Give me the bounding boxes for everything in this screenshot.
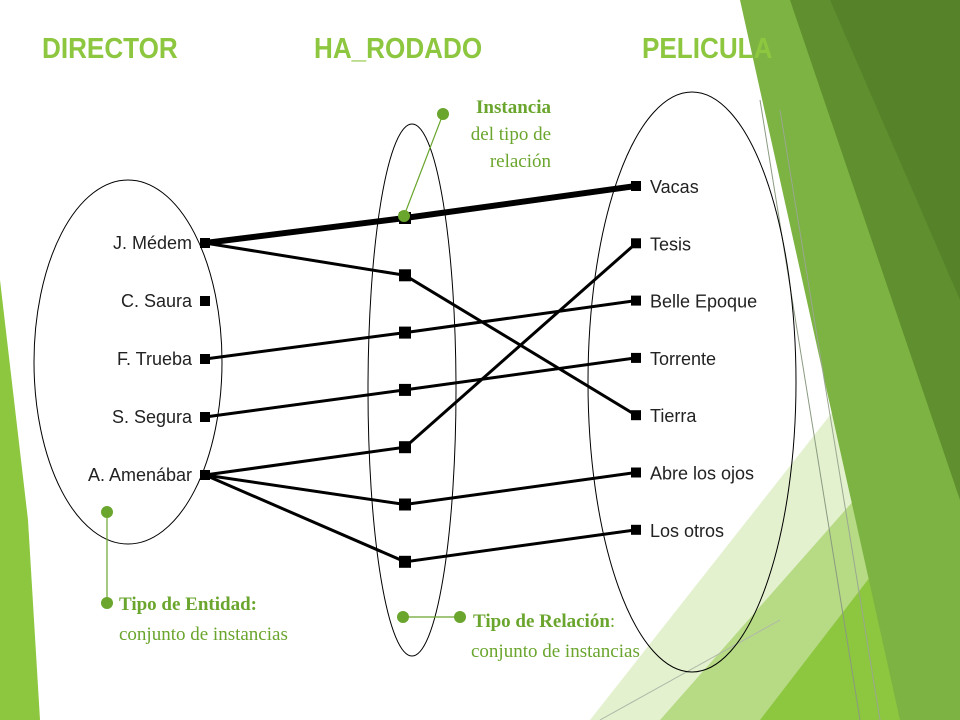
director-label: F. Trueba xyxy=(117,349,193,369)
instancia-title: Instancia xyxy=(476,97,551,118)
header-director: DIRECTOR xyxy=(42,32,178,65)
relacion-dot-right xyxy=(454,611,466,623)
tipo-relacion-heading: Tipo de Relación: xyxy=(473,611,615,632)
bottom-thin-line xyxy=(599,619,781,720)
movie-label: Vacas xyxy=(650,177,699,197)
relation-instance-marker xyxy=(399,498,411,511)
movie-label: Abre los ojos xyxy=(650,464,754,484)
movie-marker xyxy=(631,295,641,306)
relation-instance-marker xyxy=(399,383,411,396)
relation-instance-marker xyxy=(399,269,411,282)
tipo-relacion-annotation: Tipo de Relación: conjunto de instancias xyxy=(397,611,640,662)
relation-line xyxy=(204,183,637,246)
movie-label: Tierra xyxy=(650,406,697,426)
relation-lines xyxy=(204,183,637,564)
instancia-annotation: Instancia del tipo de relación xyxy=(398,97,551,222)
director-entity-set xyxy=(33,179,223,545)
director-marker xyxy=(200,412,210,422)
movie-label: Los otros xyxy=(650,521,724,541)
movie-marker xyxy=(631,467,641,478)
movie-marker xyxy=(631,524,641,535)
right-thin-line-2 xyxy=(779,109,881,720)
instancia-line1: del tipo de xyxy=(471,124,551,145)
movie-marker xyxy=(631,352,641,363)
director-marker xyxy=(200,238,210,248)
relation-line xyxy=(204,299,637,361)
relation-set xyxy=(367,123,457,657)
relation-instances xyxy=(399,212,411,568)
tipo-relacion-colon: : xyxy=(610,611,615,632)
instancia-dot-top xyxy=(437,108,449,120)
director-marker xyxy=(200,354,210,364)
director-marker xyxy=(200,296,210,306)
movie-entity-set xyxy=(587,91,797,673)
director-label: J. Médem xyxy=(113,233,192,253)
relation-instance-marker xyxy=(399,441,411,454)
instancia-dot-bottom xyxy=(398,210,410,222)
entidad-dot-bottom xyxy=(101,597,113,609)
director-label: S. Segura xyxy=(112,407,193,427)
movie-label: Torrente xyxy=(650,349,716,369)
tipo-entidad-title: Tipo de Entidad: xyxy=(119,594,257,615)
header-ha-rodado: HA_RODADO xyxy=(314,32,482,65)
instancia-line2: relación xyxy=(490,151,552,172)
left-green-wedge xyxy=(0,280,40,720)
relation-line xyxy=(204,356,637,419)
right-thin-line xyxy=(759,99,861,720)
relation-line xyxy=(204,473,637,564)
right-shadow-band xyxy=(830,0,960,300)
relation-line xyxy=(204,471,637,507)
director-label: C. Saura xyxy=(121,291,193,311)
movie-marker xyxy=(631,181,641,191)
director-list: J. Médem C. Saura F. Trueba S. Segura A. Ame… xyxy=(88,233,210,485)
director-marker xyxy=(200,470,210,480)
instancia-pointer-line xyxy=(403,113,444,217)
tipo-relacion-desc: conjunto de instancias xyxy=(471,641,640,662)
relation-instance-marker xyxy=(399,555,411,568)
director-label: A. Amenábar xyxy=(88,465,192,485)
tipo-entidad-annotation: Tipo de Entidad: conjunto de instancias xyxy=(101,506,288,645)
header-pelicula: PELICULA xyxy=(642,32,773,65)
tipo-entidad-desc: conjunto de instancias xyxy=(119,624,288,645)
relation-instance-marker xyxy=(399,326,411,339)
tipo-relacion-title: Tipo de Relación xyxy=(473,611,610,632)
movie-label: Belle Epoque xyxy=(650,292,757,312)
movie-marker xyxy=(631,238,641,249)
movie-marker xyxy=(631,410,641,421)
relation-line xyxy=(204,242,637,477)
movie-label: Tesis xyxy=(650,234,691,254)
